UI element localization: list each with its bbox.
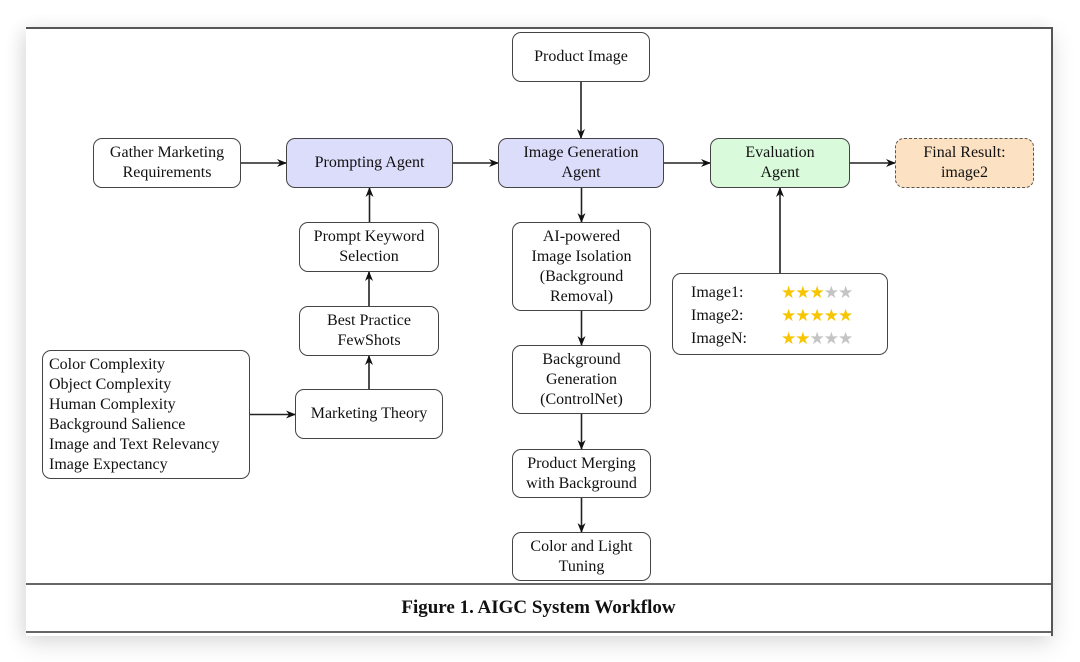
- star-filled-icon: ★: [838, 305, 853, 326]
- star-empty-icon: ★: [838, 282, 853, 303]
- factor-item: Color Complexity: [49, 355, 165, 373]
- node-marketing-theory: Marketing Theory: [295, 389, 443, 439]
- node-product-image: Product Image: [512, 32, 650, 82]
- star-filled-icon: ★: [823, 305, 839, 326]
- rating-label: ImageN:: [691, 329, 747, 347]
- node-prompt-keyword-selection: Prompt Keyword Selection: [299, 222, 439, 272]
- caption-top-rule: [26, 583, 1051, 585]
- node-image-ratings: Image1:★★★★★Image2:★★★★★ImageN:★★★★★: [672, 273, 888, 355]
- star-filled-icon: ★: [809, 305, 825, 326]
- star-rating: ★★★★★: [781, 305, 853, 326]
- factor-item: Image and Text Relevancy: [49, 435, 220, 453]
- factor-item: Background Salience: [49, 415, 186, 433]
- star-filled-icon: ★: [781, 282, 796, 303]
- node-color-light-tuning: Color and Light Tuning: [512, 532, 651, 581]
- node-gather-requirements: Gather Marketing Requirements: [93, 138, 241, 188]
- star-empty-icon: ★: [823, 328, 839, 349]
- star-filled-icon: ★: [809, 282, 825, 303]
- rating-row: Image2:★★★★★: [691, 304, 887, 327]
- caption-bottom-rule: [26, 631, 1051, 633]
- star-rating: ★★★★★: [781, 328, 853, 349]
- node-best-practice-fewshots: Best Practice FewShots: [299, 306, 439, 356]
- star-empty-icon: ★: [838, 328, 853, 349]
- star-filled-icon: ★: [795, 328, 810, 349]
- node-product-merging: Product Merging with Background: [512, 449, 651, 498]
- node-final-result: Final Result: image2: [895, 138, 1034, 188]
- star-empty-icon: ★: [809, 328, 825, 349]
- node-image-generation-agent: Image Generation Agent: [498, 138, 664, 188]
- rating-label: Image1:: [691, 283, 744, 301]
- ratings-list: Image1:★★★★★Image2:★★★★★ImageN:★★★★★: [691, 281, 887, 350]
- factor-item: Object Complexity: [49, 375, 172, 393]
- node-background-generation: Background Generation (ControlNet): [512, 345, 651, 414]
- node-evaluation-agent: Evaluation Agent: [710, 138, 850, 188]
- star-filled-icon: ★: [795, 305, 810, 326]
- rating-row: ImageN:★★★★★: [691, 327, 887, 350]
- star-filled-icon: ★: [781, 305, 796, 326]
- star-filled-icon: ★: [795, 282, 810, 303]
- figure-caption: Figure 1. AIGC System Workflow: [401, 597, 676, 618]
- rating-label: Image2:: [691, 306, 744, 324]
- node-prompting-agent: Prompting Agent: [286, 138, 453, 188]
- star-rating: ★★★★★: [781, 282, 853, 303]
- factor-item: Human Complexity: [49, 395, 176, 413]
- factor-item: Image Expectancy: [49, 455, 168, 473]
- star-empty-icon: ★: [823, 282, 839, 303]
- rating-row: Image1:★★★★★: [691, 281, 887, 304]
- node-ai-image-isolation: AI-powered Image Isolation (Background R…: [512, 222, 651, 311]
- star-filled-icon: ★: [781, 328, 796, 349]
